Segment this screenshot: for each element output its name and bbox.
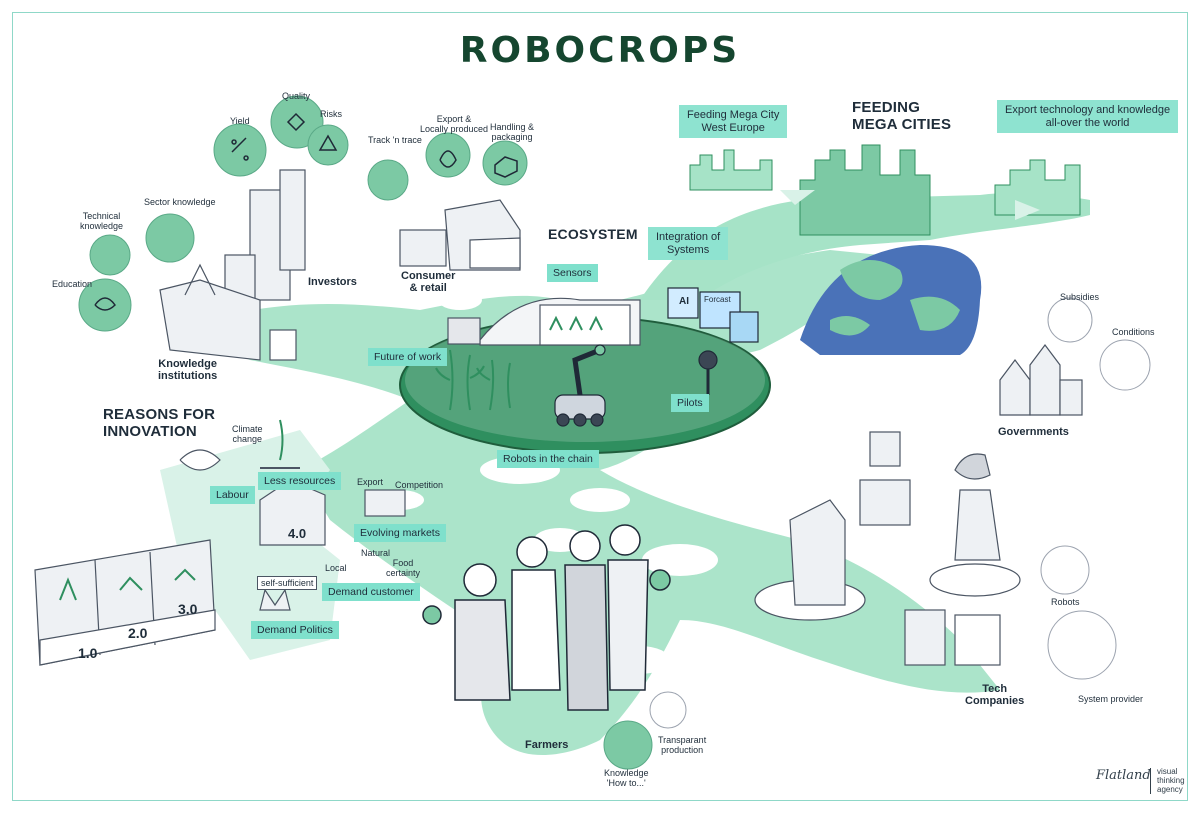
heading-reasons-for-innovation: REASONS FOR INNOVATION <box>103 406 216 440</box>
label-tech-companies: Tech Companies <box>965 683 1025 708</box>
poster-frame <box>12 12 1188 801</box>
tech-side-circles <box>1040 297 1151 680</box>
reasons-illustrations <box>179 419 406 611</box>
label-transparant-production: Transparant production <box>658 735 707 756</box>
label-competition: Competition <box>395 480 444 490</box>
farmers-group <box>422 524 671 711</box>
label-food-certainty: Food certainty <box>386 558 421 579</box>
era-label-3: 3.0 <box>178 601 198 617</box>
label-export-local: Export & Locally produced <box>420 114 489 135</box>
label-self-sufficient: self-sufficient <box>257 576 318 591</box>
knowledge-circle-icons <box>94 112 518 311</box>
heading-feeding-mega-cities: FEEDING MEGA CITIES <box>852 99 952 133</box>
tag-sensors: Sensors <box>547 264 598 283</box>
label-consumer-retail: Consumer & retail <box>401 270 456 295</box>
label-track-n-trace: Track 'n trace <box>368 135 422 145</box>
label-export: Export <box>357 477 384 487</box>
era-boards <box>34 539 216 666</box>
label-technical-knowledge: Technical knowledge <box>80 211 124 232</box>
label-version-4: 4.0 <box>288 526 307 541</box>
box-export-technology: Export technology and knowledge all-over… <box>997 100 1179 134</box>
label-governments: Governments <box>998 426 1069 438</box>
tag-labour: Labour <box>210 486 255 505</box>
label-handling-packaging: Handling & packaging <box>490 122 535 143</box>
era-label-1: 1.0 <box>78 645 98 661</box>
tag-demand-politics: Demand Politics <box>251 621 339 640</box>
label-investors: Investors <box>308 276 357 288</box>
label-education: Education <box>52 279 93 289</box>
tag-demand-customer: Demand customer <box>322 583 420 602</box>
label-robots: Robots <box>1051 597 1080 607</box>
city-buildings-left <box>159 169 306 361</box>
poster-title: ROBOCROPS <box>459 30 741 71</box>
box-feeding-mega-city-west-europe: Feeding Mega City West Europe <box>679 105 788 139</box>
export-arrows <box>780 190 1040 220</box>
plants-sketch <box>435 349 511 411</box>
farmer-topic-circles <box>603 691 687 770</box>
tag-evolving-markets: Evolving markets <box>354 524 446 543</box>
tech-company-buildings <box>754 431 1021 666</box>
label-knowledge-institutions: Knowledge institutions <box>158 358 218 383</box>
label-subsidies: Subsidies <box>1060 292 1100 302</box>
tag-less-resources: Less resources <box>258 472 342 491</box>
label-yield: Yield <box>230 116 250 126</box>
board-ai-label: AI <box>679 296 689 307</box>
era-label-2: 2.0 <box>128 625 148 641</box>
label-natural: Natural <box>361 548 391 558</box>
tag-integration-of-systems: Integration of Systems <box>648 227 729 261</box>
knowledge-circles <box>78 95 528 332</box>
label-climate-change: Climate change <box>232 424 263 445</box>
label-local: Local <box>325 563 347 573</box>
tag-pilots: Pilots <box>671 394 709 413</box>
heading-ecosystem: ECOSYSTEM <box>548 226 638 242</box>
label-system-provider: System provider <box>1078 694 1144 704</box>
tag-robots-in-the-chain: Robots in the chain <box>497 450 599 469</box>
robot-sketch <box>554 344 606 427</box>
tag-future-of-work: Future of work <box>368 348 448 367</box>
government-buildings <box>999 344 1083 416</box>
globe <box>800 245 982 355</box>
consumer-retail-buildings <box>399 199 521 271</box>
agency-tagline: visual thinking agency <box>1150 767 1185 795</box>
flatland-logo: Flatland <box>1096 768 1151 783</box>
ai-boards <box>667 287 759 395</box>
label-sector-knowledge: Sector knowledge <box>144 197 216 207</box>
label-quality: Quality <box>282 91 311 101</box>
label-knowledge-how-to: Knowledge 'How to...' <box>604 768 649 789</box>
label-farmers: Farmers <box>525 739 569 751</box>
label-conditions: Conditions <box>1112 327 1155 337</box>
board-forcast-label: Forcast <box>704 295 731 304</box>
greenhouse-sketch <box>447 297 641 346</box>
label-risks: Risks <box>320 109 342 119</box>
